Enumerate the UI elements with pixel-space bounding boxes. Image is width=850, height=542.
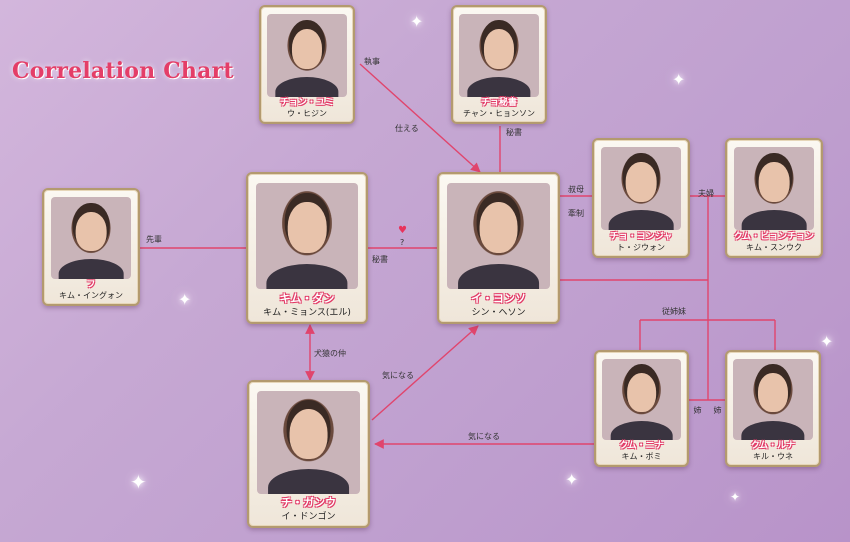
relation-label-aunt: 叔母 xyxy=(568,185,584,194)
sparkle-decoration: ✦ xyxy=(730,490,741,504)
sparkle-decoration: ✦ xyxy=(565,470,579,489)
character-photo xyxy=(733,358,813,441)
character-role: チョン・ユミ xyxy=(279,98,334,109)
character-actor: ト・ジウォン xyxy=(617,242,665,252)
relation-label-interested-yeon: 気になる xyxy=(382,371,414,380)
character-role: チョ・ヨンジャ xyxy=(609,232,673,243)
sparkle-decoration: ✦ xyxy=(820,332,834,351)
sparkle-decoration: ✦ xyxy=(178,290,192,309)
character-card-kim-i[interactable]: フ キム・イングォン xyxy=(42,188,140,306)
character-actor: キル・ウネ xyxy=(753,451,793,461)
character-photo xyxy=(50,196,132,279)
relation-label-rivals: 犬猿の仲 xyxy=(314,349,346,358)
character-card-runa[interactable]: クム・ルナ キル・ウネ xyxy=(725,350,821,467)
sparkle-decoration: ✦ xyxy=(410,12,424,31)
line-woo-yeon xyxy=(359,63,481,173)
character-photo xyxy=(267,13,347,97)
character-actor: キム・スンウク xyxy=(746,242,802,252)
sparkle-decoration: ✦ xyxy=(130,470,147,494)
character-photo xyxy=(733,146,815,231)
relation-label-sister-1: 姉 xyxy=(693,406,702,414)
character-role: チ・ガンウ xyxy=(281,496,336,510)
character-actor: ウ・ヒジン xyxy=(287,108,327,118)
character-actor: キム・ボミ xyxy=(621,451,662,461)
relation-label-married: 夫婦 xyxy=(698,189,714,198)
heart-icon: ♥ xyxy=(398,225,407,236)
character-photo xyxy=(257,390,360,495)
character-card-bomi[interactable]: クム・ニナ キム・ボミ xyxy=(594,350,689,467)
character-photo xyxy=(600,146,682,231)
character-actor: イ・ドンゴン xyxy=(281,511,336,522)
relation-label-question: ? xyxy=(400,238,405,247)
character-role: キム・ダン xyxy=(279,291,335,305)
character-role: フ xyxy=(86,280,96,291)
character-role: イ・ヨンソ xyxy=(471,291,526,305)
character-card-geum[interactable]: クム・ビョンチョン キム・スンウク xyxy=(725,138,823,258)
relation-label-senior: 先輩 xyxy=(146,235,162,244)
character-card-gang[interactable]: チ・ガンウ イ・ドンゴン xyxy=(247,380,370,528)
relation-label-serves: 仕える xyxy=(395,124,419,133)
character-role: クム・ルナ xyxy=(750,441,796,452)
character-role: チョ秘書 xyxy=(480,98,517,109)
chart-title: Correlation Chart xyxy=(12,58,234,84)
relation-label-check: 牽制 xyxy=(568,209,584,218)
relation-label-cousins: 従姉妹 xyxy=(662,307,686,316)
relation-label-secretary-mid: 秘書 xyxy=(372,255,388,264)
character-card-dan[interactable]: キム・ダン キム・ミョンス(エル) xyxy=(246,172,368,324)
sparkle-decoration: ✦ xyxy=(672,70,686,89)
character-card-ahn[interactable]: チョ秘書 チャン・ヒョンソン xyxy=(451,5,547,124)
character-photo xyxy=(447,182,550,290)
relation-label-interested-gang: 気になる xyxy=(468,432,500,441)
character-role: クム・ニナ xyxy=(619,441,664,452)
relation-label-secretary-top: 秘書 xyxy=(506,128,522,137)
character-card-jung[interactable]: チョ・ヨンジャ ト・ジウォン xyxy=(592,138,690,258)
character-photo xyxy=(602,358,681,441)
character-actor: シン・ヘソン xyxy=(471,307,526,318)
character-role: クム・ビョンチョン xyxy=(733,232,815,243)
character-card-woo[interactable]: チョン・ユミ ウ・ヒジン xyxy=(259,5,355,124)
character-card-yeon[interactable]: イ・ヨンソ シン・ヘソン xyxy=(437,172,560,324)
character-actor: キム・ミョンス(エル) xyxy=(263,307,351,318)
relation-label-sister-2: 姉 xyxy=(713,406,722,414)
character-actor: チャン・ヒョンソン xyxy=(463,108,535,118)
character-photo xyxy=(256,182,358,290)
relation-label-butler: 執事 xyxy=(364,57,380,66)
character-photo xyxy=(459,13,539,97)
character-actor: キム・イングォン xyxy=(59,290,123,300)
line-gang-yeon xyxy=(371,325,479,421)
